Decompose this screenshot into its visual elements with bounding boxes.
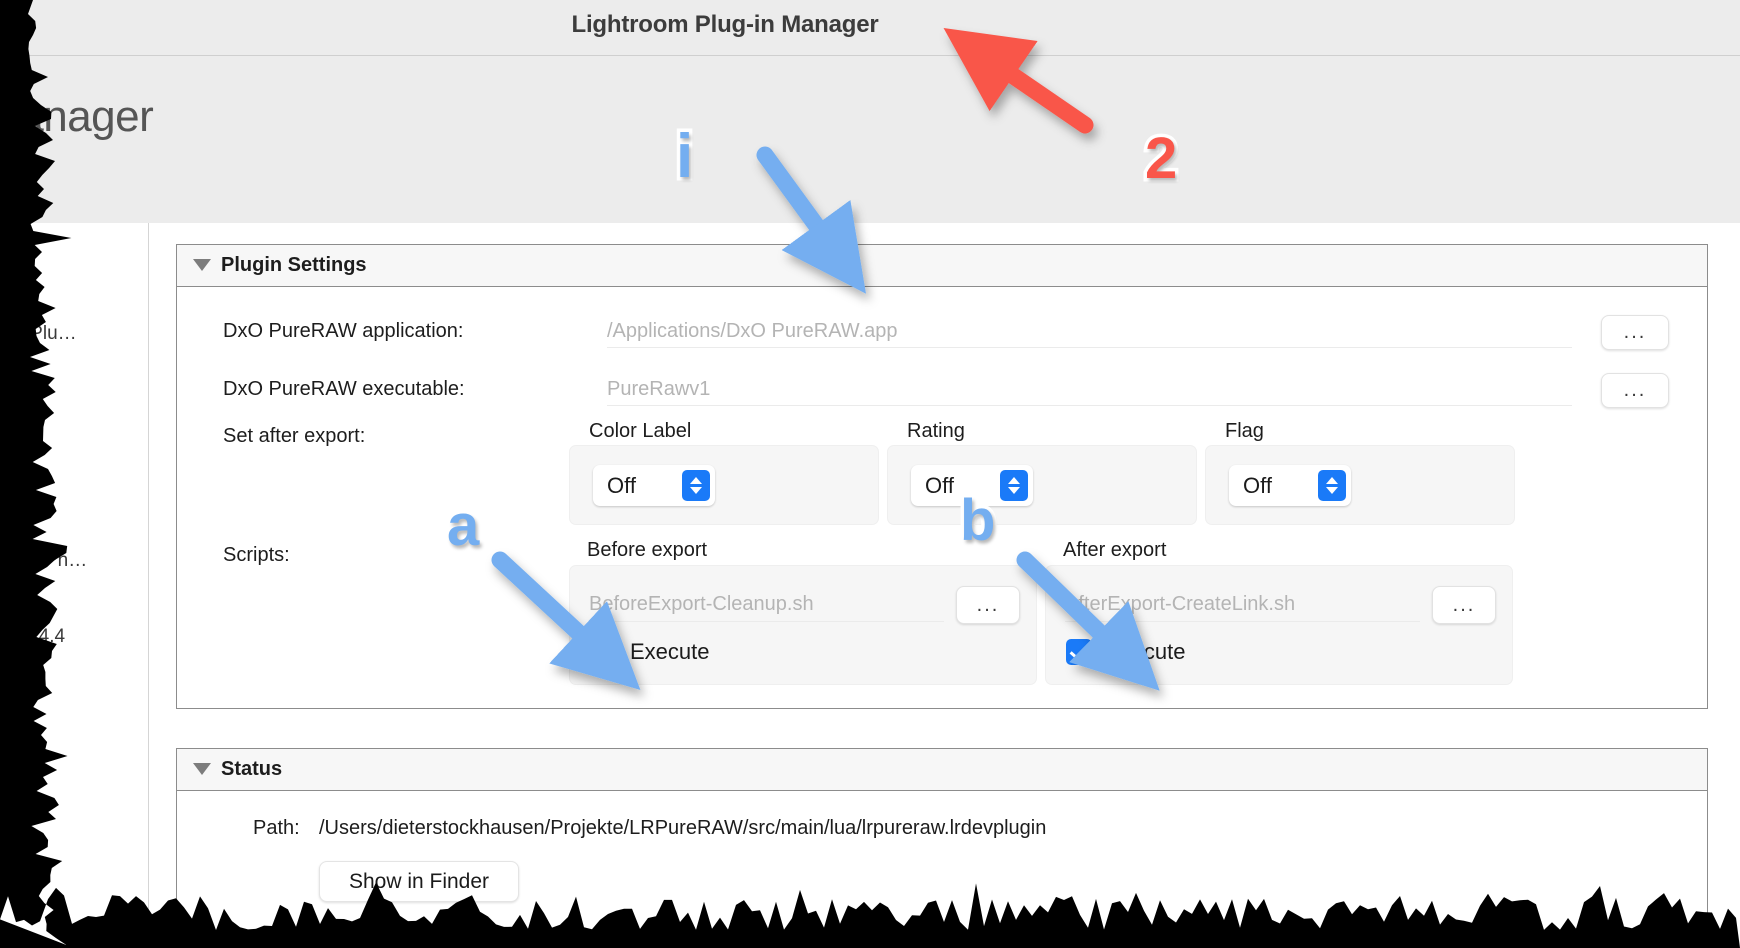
after-export-execute-row[interactable]: Execute [1066, 639, 1186, 665]
rating-panel: Off [887, 445, 1197, 525]
color-label-select[interactable]: Off [593, 465, 715, 506]
page-title: g-in Manager [0, 92, 154, 141]
plugin-settings-title: Plugin Settings [221, 254, 367, 276]
rating-select[interactable]: Off [911, 465, 1033, 506]
list-item[interactable]: er Plu… [8, 323, 77, 344]
annotation-marker-2: 2 [1141, 126, 1180, 191]
chevron-updown-icon[interactable] [1000, 470, 1028, 501]
after-export-panel: ... Execute [1045, 565, 1513, 685]
before-export-caption: Before export [587, 539, 708, 561]
color-label-value: Off [607, 472, 636, 498]
after-export-execute-checkbox[interactable] [1066, 639, 1092, 665]
dxo-application-input[interactable] [607, 315, 1572, 348]
window-title: Lightroom Plug-in Manager [571, 11, 879, 38]
plugin-settings-group: Plugin Settings DxO PureRAW application:… [176, 244, 1708, 709]
flag-panel: Off [1205, 445, 1515, 525]
dxo-executable-label: DxO PureRAW executable: [223, 378, 465, 400]
status-title: Status [221, 758, 283, 780]
status-group: Status Path: /Users/dieterstockhausen/Pr… [176, 748, 1708, 948]
after-export-execute-label: Execute [1106, 639, 1186, 664]
color-label-panel: Off [569, 445, 879, 525]
status-header[interactable]: Status [177, 749, 1707, 791]
plugin-settings-header[interactable]: Plugin Settings [177, 245, 1707, 287]
before-export-script-input[interactable] [589, 587, 944, 622]
dxo-application-label: DxO PureRAW application: [223, 320, 464, 342]
list-item[interactable]: e of Ph… [8, 550, 88, 571]
before-export-browse-button[interactable]: ... [956, 586, 1020, 624]
before-export-execute-row[interactable]: Execute [590, 639, 710, 665]
chevron-updown-icon[interactable] [1318, 470, 1346, 501]
dxo-application-browse-button[interactable]: ... [1601, 315, 1669, 350]
dxo-executable-input[interactable] [607, 373, 1572, 406]
after-export-browse-button[interactable]: ... [1432, 586, 1496, 624]
show-in-finder-button[interactable]: Show in Finder [319, 861, 519, 902]
window-titlebar: Lightroom Plug-in Manager [0, 0, 1740, 56]
before-export-panel: ... Execute [569, 565, 1037, 685]
set-after-export-label: Set after export: [223, 425, 366, 447]
rating-value: Off [925, 472, 954, 498]
path-label: Path: [253, 817, 300, 839]
after-export-caption: After export [1063, 539, 1167, 561]
annotation-marker-a: a [443, 493, 482, 558]
after-export-script-input[interactable] [1065, 587, 1420, 622]
plugin-list-panel[interactable]: er Plu… e of Ph… iga 4.4 [0, 223, 149, 948]
color-label-caption: Color Label [589, 420, 692, 442]
annotation-marker-b: b [956, 488, 999, 553]
scripts-label: Scripts: [223, 544, 290, 566]
annotation-marker-i: i [672, 122, 696, 191]
before-export-execute-label: Execute [630, 639, 710, 664]
path-value: /Users/dieterstockhausen/Projekte/LRPure… [319, 817, 1047, 839]
dxo-executable-browse-button[interactable]: ... [1601, 373, 1669, 408]
dialog-subheader: g-in Manager [0, 56, 1740, 223]
chevron-updown-icon[interactable] [682, 470, 710, 501]
flag-caption: Flag [1225, 420, 1264, 442]
flag-value: Off [1243, 472, 1272, 498]
disclosure-triangle-icon[interactable] [193, 259, 211, 271]
disclosure-triangle-icon[interactable] [193, 763, 211, 775]
before-export-execute-checkbox[interactable] [590, 639, 616, 665]
list-item[interactable]: iga 4.4 [8, 626, 66, 647]
flag-select[interactable]: Off [1229, 465, 1351, 506]
rating-caption: Rating [907, 420, 965, 442]
